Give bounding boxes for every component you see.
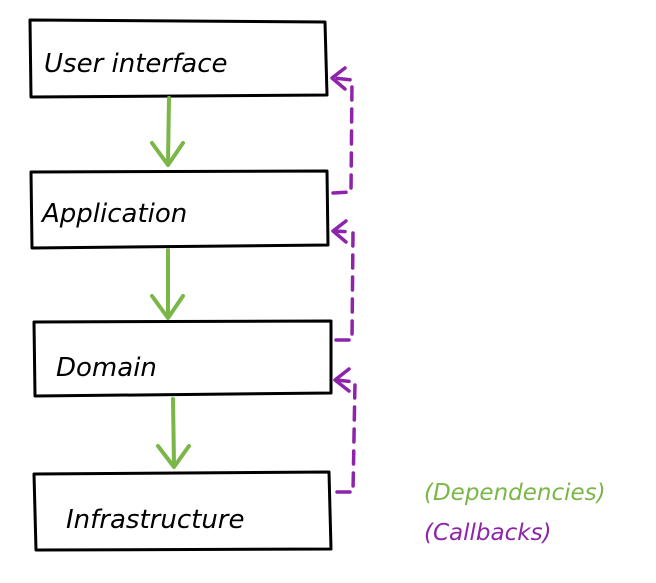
layer-domain: Domain xyxy=(32,319,333,398)
legend: (Dependencies) (Callbacks) xyxy=(424,480,606,546)
layer-box xyxy=(29,169,330,250)
layer-user-interface: User interface xyxy=(28,18,329,99)
layer-label: User interface xyxy=(44,49,228,79)
callback-arrow xyxy=(330,66,354,195)
callback-arrows xyxy=(330,66,357,494)
legend-callbacks: (Callbacks) xyxy=(424,520,552,546)
dependency-arrow xyxy=(150,248,185,320)
layer-label: Application xyxy=(40,199,187,229)
callback-arrow xyxy=(333,367,357,494)
dependency-arrow xyxy=(150,96,185,167)
layer-box xyxy=(28,18,329,99)
dependency-arrow xyxy=(156,397,191,469)
layer-application: Application xyxy=(29,169,330,250)
dependency-arrows xyxy=(150,96,191,469)
layer-box xyxy=(32,470,333,552)
layer-label: Infrastructure xyxy=(66,505,244,535)
layer-label: Domain xyxy=(56,353,157,383)
layer-box xyxy=(32,319,333,398)
legend-dependencies: (Dependencies) xyxy=(424,480,606,506)
layer-infrastructure: Infrastructure xyxy=(32,470,333,552)
callback-arrow xyxy=(331,219,355,342)
